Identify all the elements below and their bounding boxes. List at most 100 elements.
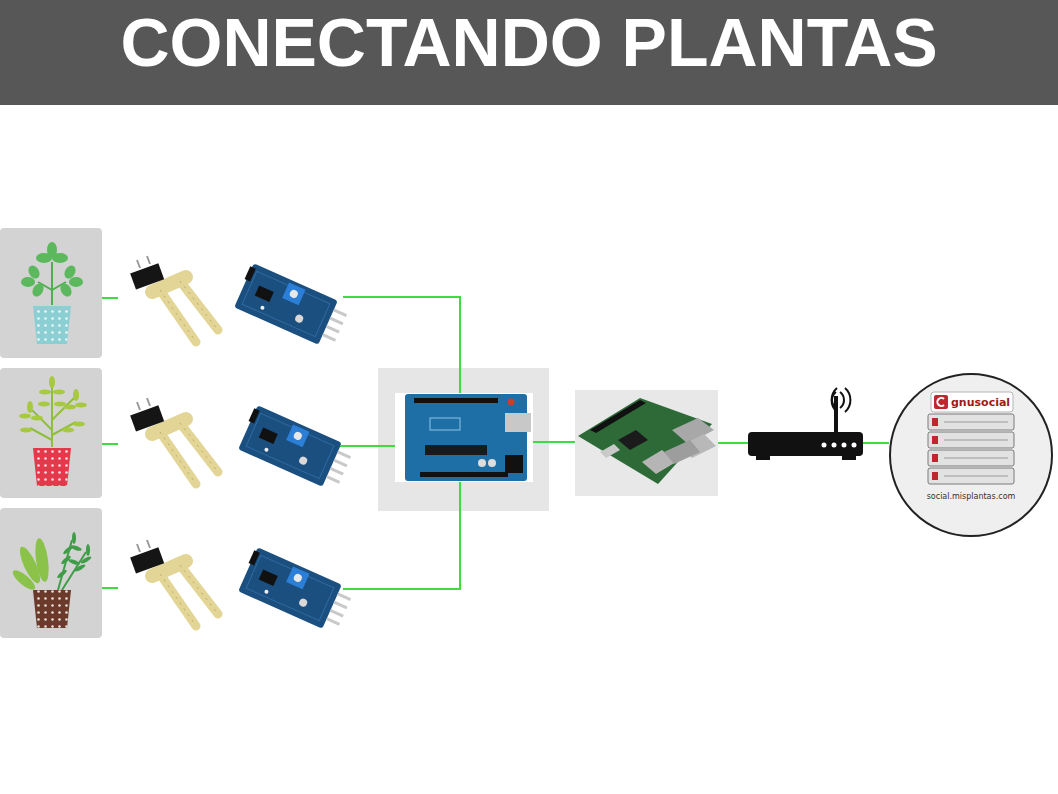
raspberry-pi	[575, 390, 718, 496]
wires	[343, 482, 460, 589]
bush-plant	[64, 405, 76, 410]
bush-plant	[75, 403, 87, 408]
wifi-router	[832, 388, 837, 412]
sensor-modules	[232, 263, 354, 635]
wifi-router	[842, 455, 856, 460]
server-stack	[890, 374, 1052, 536]
raspberry-pi	[590, 400, 646, 433]
server-stack	[890, 374, 1052, 536]
clover-plant	[21, 277, 35, 287]
server-stack	[944, 440, 1008, 441]
raspberry-pi	[618, 430, 648, 450]
bush-plant	[73, 422, 85, 427]
sensor-modules	[232, 263, 350, 351]
sensor-modules	[236, 547, 354, 635]
herb-plant	[33, 590, 71, 628]
bush-plant	[30, 428, 52, 440]
bush-plant	[62, 428, 74, 433]
wires	[533, 441, 575, 443]
clover-plant	[33, 306, 71, 344]
herb-plant	[58, 540, 86, 590]
arduino-board	[420, 472, 508, 477]
bush-plant	[27, 401, 33, 413]
arduino-board	[378, 368, 549, 511]
server-stack	[931, 392, 1013, 412]
herb-plant	[80, 555, 92, 564]
service-label: gnusocial	[951, 396, 1010, 410]
wires	[102, 587, 118, 589]
server-circle: gnusocial social.misplantas.com	[889, 373, 1053, 537]
clover-plant	[21, 242, 83, 344]
wifi-router	[840, 392, 844, 408]
server-stack	[928, 414, 1014, 430]
clover-plant	[51, 262, 53, 305]
arduino-board	[478, 459, 486, 467]
bush-plant	[30, 383, 76, 447]
bush-plant	[20, 428, 32, 433]
bush-plant	[33, 448, 71, 486]
arduino-board	[405, 394, 527, 481]
domain-label: social.misplantas.com	[889, 492, 1053, 502]
server-stack	[944, 422, 1008, 476]
raspberry-pi	[664, 440, 700, 464]
wires	[102, 443, 118, 445]
herb-plant	[56, 569, 68, 580]
plant-panels	[0, 368, 102, 498]
herb-plant	[10, 532, 92, 628]
wifi-router	[748, 388, 863, 460]
server-stack	[932, 454, 938, 462]
arduino-board	[488, 459, 496, 467]
bush-plant	[19, 414, 31, 419]
moisture-probes	[130, 256, 218, 626]
bush-plant	[54, 402, 66, 407]
plant-panels	[0, 228, 102, 638]
herb-plant	[70, 544, 83, 552]
herb-plant	[33, 537, 51, 582]
title-band: CONECTANDO PLANTAS	[0, 0, 1058, 105]
moisture-probes	[130, 540, 218, 626]
server-stack	[932, 436, 938, 444]
clover-plant	[33, 306, 71, 344]
wifi-router	[756, 455, 770, 460]
herb-plant	[74, 563, 86, 572]
server-stack	[944, 458, 1008, 459]
clover-plant	[36, 253, 52, 263]
herb-plant	[86, 544, 90, 556]
moisture-probes	[130, 398, 218, 484]
bush-plant	[39, 390, 51, 395]
wifi-router	[832, 443, 837, 448]
server-stack	[937, 398, 944, 406]
herb-plant	[68, 558, 81, 566]
clover-plant	[69, 277, 83, 287]
bush-plant	[19, 376, 87, 433]
moisture-probes	[130, 256, 218, 342]
herb-plant	[10, 567, 38, 593]
clover-plant	[58, 281, 74, 298]
node-outline	[890, 374, 1052, 536]
server-stack	[932, 472, 938, 480]
raspberry-pi	[575, 390, 718, 496]
wifi-router	[845, 388, 850, 412]
bush-plant	[52, 422, 76, 435]
server-stack	[928, 450, 1014, 466]
herb-plant	[33, 590, 71, 628]
server-stack	[928, 468, 1014, 484]
server-stack	[934, 395, 948, 409]
wires	[718, 442, 748, 444]
clover-plant	[52, 253, 68, 263]
arduino-board	[414, 398, 498, 403]
herb-plant	[10, 537, 51, 592]
arduino-board	[430, 418, 460, 430]
wifi-router	[822, 443, 827, 448]
server-stack	[928, 432, 1014, 448]
herb-plant	[72, 532, 76, 544]
wifi-router	[852, 443, 857, 448]
wires	[102, 297, 889, 589]
arduino-board	[425, 445, 487, 455]
plant-panels	[0, 508, 102, 638]
bush-plant	[19, 376, 87, 486]
bush-plant	[53, 390, 65, 395]
